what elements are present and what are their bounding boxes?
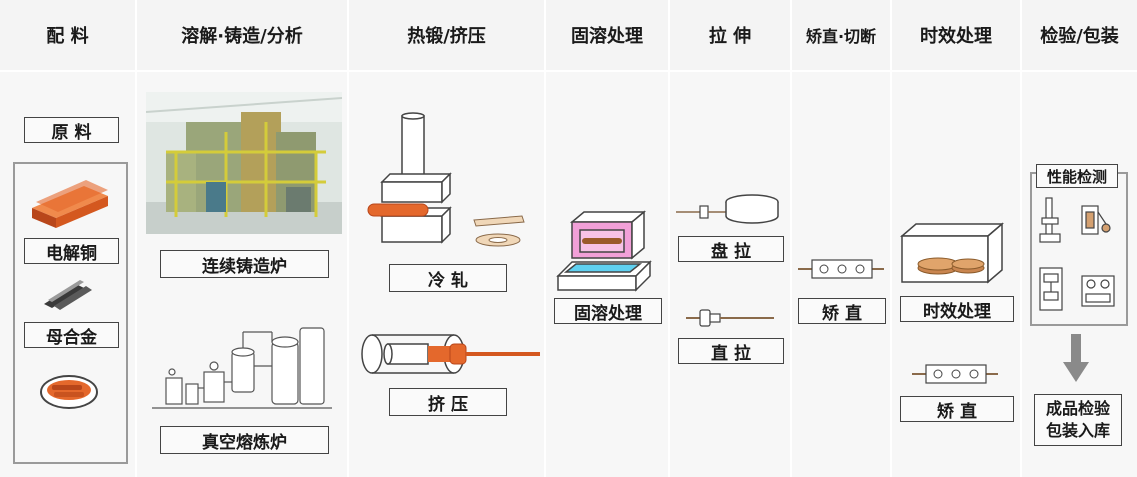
label-straightening-1: 矫 直	[798, 298, 886, 324]
header-melting: 溶解·铸造/分析	[137, 0, 347, 70]
straightener-diagram-1	[798, 259, 884, 279]
label-straightening-2: 矫 直	[900, 396, 1014, 422]
final-inspection-line-2: 包装入库	[1045, 421, 1110, 440]
column-straighten-cut: 矫直·切断	[792, 0, 890, 477]
label-coil-drawing: 盘 拉	[678, 236, 784, 262]
aging-furnace-diagram	[899, 222, 1005, 284]
label-vacuum-furnace: 真空熔炼炉	[160, 426, 329, 454]
solution-furnace-diagram	[556, 210, 652, 292]
label-electrolytic-copper: 电解铜	[24, 238, 119, 264]
header-materials: 配 料	[0, 0, 135, 70]
label-extrusion: 挤 压	[389, 388, 507, 416]
label-straight-drawing: 直 拉	[678, 338, 784, 364]
column-drawing: 拉 伸	[670, 0, 790, 477]
label-continuous-caster: 连续铸造炉	[160, 250, 329, 278]
label-master-alloy: 母合金	[24, 322, 119, 348]
materials-group-box	[13, 162, 128, 464]
copper-plate-icon	[32, 180, 108, 228]
label-solution-treatment: 固溶处理	[554, 298, 662, 324]
header-forging: 热锻/挤压	[349, 0, 544, 70]
header-solution: 固溶处理	[546, 0, 668, 70]
label-final-inspection: 成品检验 包装入库	[1034, 394, 1122, 446]
testing-machines-diagram	[1039, 197, 1115, 311]
crucible-icon	[40, 375, 98, 409]
label-cold-rolling: 冷 轧	[389, 264, 507, 292]
straight-drawing-diagram	[686, 309, 774, 327]
continuous-caster-photo	[146, 92, 342, 234]
header-straighten-cut: 矫直·切断	[792, 0, 890, 70]
cold-rolling-diagram	[367, 112, 525, 247]
header-inspection: 检验/包装	[1022, 0, 1137, 70]
alloy-bars-icon	[44, 280, 92, 310]
extrusion-diagram	[361, 334, 540, 374]
vacuum-furnace-diagram	[152, 327, 332, 409]
label-aging-treatment: 时效处理	[900, 296, 1014, 322]
label-performance-test: 性能检测	[1036, 164, 1118, 188]
label-raw-material: 原 料	[24, 117, 119, 143]
final-inspection-line-1: 成品检验	[1045, 399, 1110, 418]
straightener-diagram-2	[912, 364, 998, 384]
header-drawing: 拉 伸	[670, 0, 790, 70]
down-arrow-icon	[1063, 334, 1089, 382]
header-aging: 时效处理	[892, 0, 1020, 70]
coil-drawing-diagram	[676, 194, 779, 224]
column-body	[670, 72, 790, 477]
